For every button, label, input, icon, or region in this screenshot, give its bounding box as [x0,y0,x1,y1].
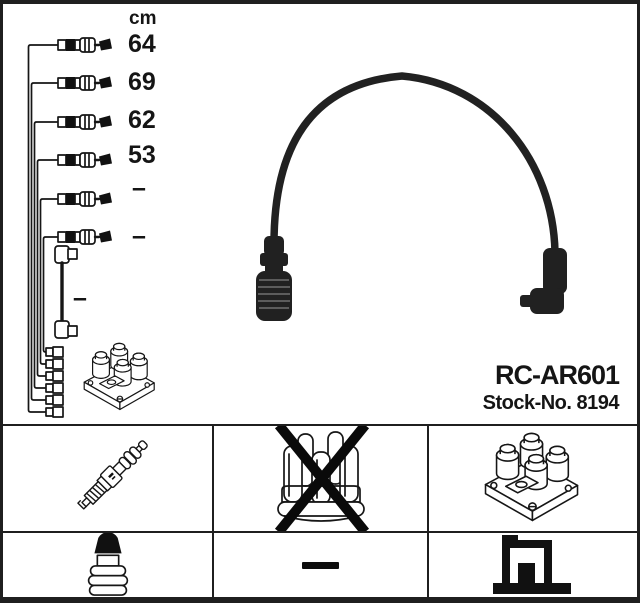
connector-stubs [45,346,64,418]
stock-number: Stock-No. 8194 [482,392,620,414]
lead-length-schematic [27,37,155,418]
coil-connector-icon [493,535,571,594]
length-value: 69 [128,68,156,96]
cable-photo [256,72,567,321]
cable-straight-boot [256,236,292,321]
length-value: 64 [128,30,156,58]
grid-col-divider-2 [427,424,429,603]
cell-ignition-coil [429,426,637,531]
length-value: – [132,174,146,202]
frame-bottom [0,597,640,603]
lead-wire-row [27,37,112,413]
lead-wire-row [42,229,112,353]
cell-coil-connector [429,533,637,597]
distributor-cap-crossed-icon [274,426,369,531]
cell-spark-plug [3,426,212,531]
cell-distributor-cap [214,426,427,531]
grid-row-divider [0,531,640,533]
cell-dash [214,533,427,597]
lead-wire-row [33,114,112,389]
product-code: RC-AR601 [494,360,620,390]
spark-plug-icon [76,440,148,510]
frame-right [637,0,640,603]
grid-col-divider-1 [212,424,214,603]
length-value: – [132,222,146,250]
coil-lead-length: – [73,284,87,312]
cable-elbow-boot [520,248,567,314]
frame-left [0,0,3,603]
lead-wire-row [30,75,112,401]
dash-symbol [302,561,339,569]
length-unit-header: cm [129,8,157,29]
length-value: 62 [128,106,156,134]
schematic-coil-icon [83,342,155,411]
ignition-coil-icon [484,432,579,522]
lead-wire-row [36,152,112,377]
frame-top [0,0,640,4]
top-artwork [27,37,567,418]
grid-top-line [0,424,640,426]
length-value: 53 [128,141,156,169]
cell-plug-terminal [3,533,212,597]
lead-wire-row [39,191,112,365]
coil-lead-drawing [54,245,78,339]
plug-terminal-icon [87,533,128,596]
